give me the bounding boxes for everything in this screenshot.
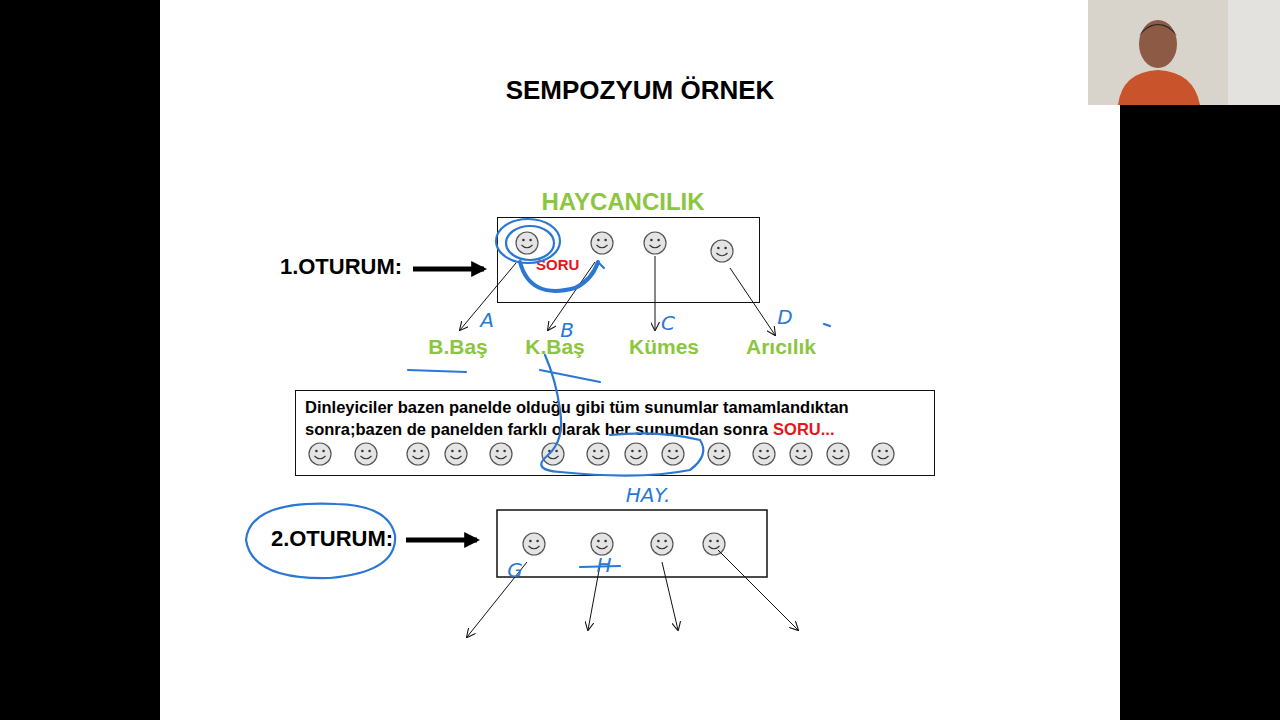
topic-label: Kümes (629, 335, 699, 359)
handwritten-letter: G (507, 558, 523, 582)
pointer-arrow (662, 562, 678, 630)
smiley-face (407, 443, 429, 465)
smiley-face (591, 533, 613, 555)
handwritten-letter: A (480, 308, 494, 332)
pen-stroke (824, 324, 830, 326)
pen-stroke (598, 262, 604, 268)
handwritten-letter: C (661, 311, 675, 335)
handwritten-letter: D (777, 305, 792, 329)
topic-label: B.Baş (428, 335, 488, 359)
topic-label: Arıcılık (746, 335, 816, 359)
note-box: Dinleyiciler bazen panelde olduğu gibi t… (295, 390, 935, 476)
note-text: Dinleyiciler bazen panelde olduğu gibi t… (305, 398, 849, 438)
handwritten-note: HAY. (626, 483, 671, 507)
smiley-face (445, 443, 467, 465)
session-box: HAYCANCILIKSORU (497, 217, 760, 303)
pen-stroke (541, 355, 703, 476)
smiley-face (711, 240, 733, 262)
pen-stroke (540, 370, 600, 382)
slide-title: SEMPOZYUM ÖRNEK (506, 75, 775, 106)
smiley-face (644, 232, 666, 254)
smiley-face (355, 443, 377, 465)
pen-underline (408, 370, 466, 372)
topic-heading: HAYCANCILIK (478, 188, 768, 216)
faces (309, 232, 894, 555)
smiley-face (309, 443, 331, 465)
pointer-arrow (655, 256, 656, 330)
pen-arc (520, 262, 598, 291)
session-label: 2.OTURUM: (271, 526, 393, 552)
handwritten-letter: B (560, 318, 574, 342)
smiley-face (587, 443, 609, 465)
webcam-frame (1088, 0, 1280, 105)
webcam-person (1088, 0, 1228, 105)
session-arrow (406, 538, 477, 543)
session-box (497, 510, 767, 577)
question-note: SORU (536, 256, 579, 273)
smiley-face (625, 443, 647, 465)
smiley-face (662, 443, 684, 465)
pen-circle (506, 226, 554, 260)
pointer-arrow (718, 550, 798, 630)
pen-circle (496, 219, 560, 263)
smiley-face (753, 443, 775, 465)
pen-circle (246, 504, 395, 578)
arrows (406, 256, 798, 637)
smiley-face (591, 232, 613, 254)
pen-stroke (580, 566, 620, 567)
smiley-face (651, 533, 673, 555)
handwritten-letter: H (596, 553, 611, 577)
question-note: SORU... (773, 420, 834, 438)
topic-label: K.Baş (525, 335, 585, 359)
smiley-face (523, 533, 545, 555)
slide-page (160, 0, 1120, 720)
smiley-face (542, 443, 564, 465)
smiley-face (516, 232, 538, 254)
note-paragraph: Dinleyiciler bazen panelde olduğu gibi t… (305, 396, 927, 440)
pointer-arrow (730, 268, 775, 335)
session-arrow (413, 267, 484, 272)
smiley-face (827, 443, 849, 465)
smiley-face (872, 443, 894, 465)
smiley-face (703, 533, 725, 555)
smiley-face (790, 443, 812, 465)
smiley-face (708, 443, 730, 465)
session-label: 1.OTURUM: (280, 254, 402, 280)
smiley-face (490, 443, 512, 465)
